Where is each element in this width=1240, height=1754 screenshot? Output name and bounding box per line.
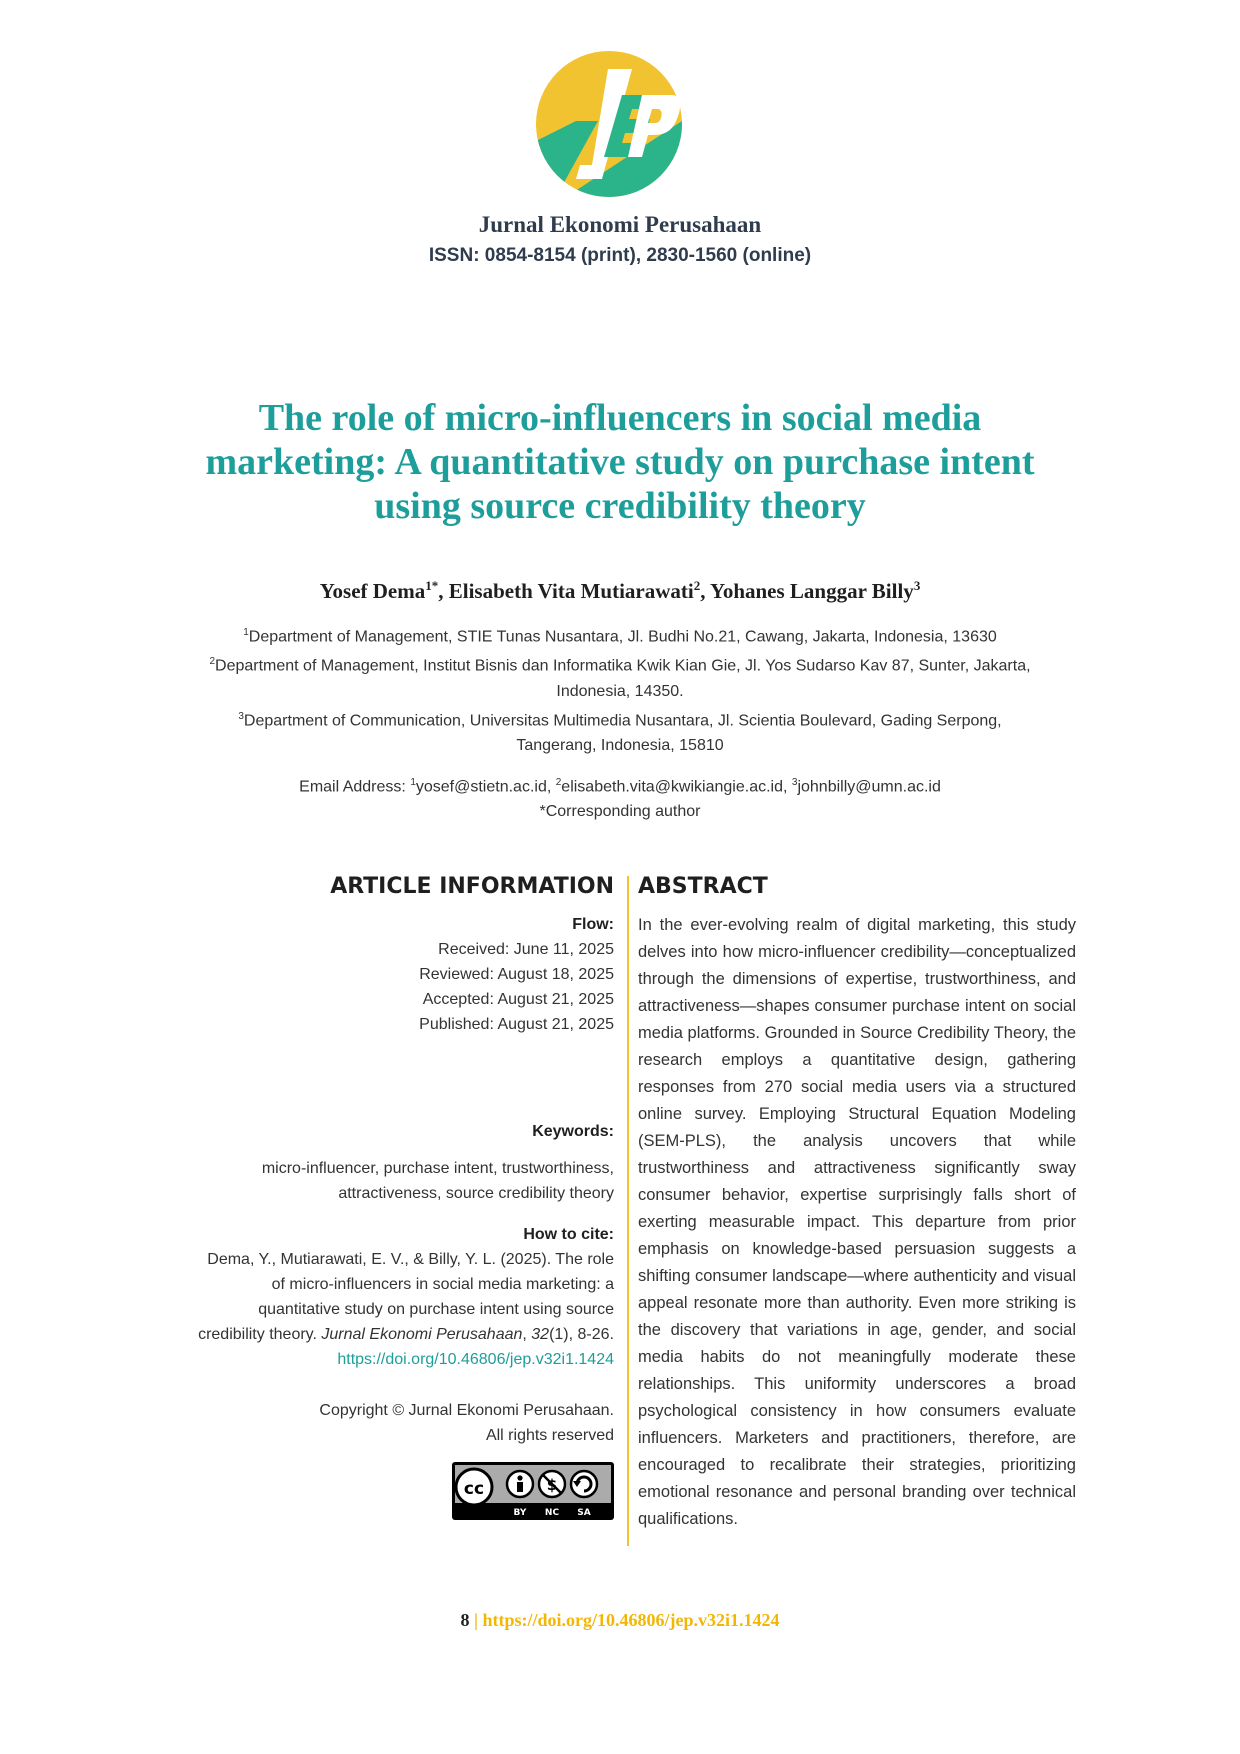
contact-info: Email Address: 1yosef@stietn.ac.id, 2eli… (0, 770, 1240, 824)
cc-symbol: cc (464, 1479, 484, 1499)
email-label: Email Address: (299, 778, 406, 796)
abstract-column: ABSTRACT In the ever-evolving realm of d… (638, 872, 1076, 1533)
journal-name: Jurnal Ekonomi Perusahaan (478, 212, 762, 237)
email-sup: 1 (410, 777, 416, 788)
received-date: Received: June 11, 2025 (438, 941, 614, 958)
email-link[interactable]: elisabeth.vita@kwikiangie.ac.id (561, 778, 783, 796)
citation-text: Dema, Y., Mutiarawati, E. V., & Billy, Y… (198, 1251, 614, 1343)
column-divider (627, 876, 629, 1546)
article-title: The role of micro-influencers in social … (205, 397, 1035, 527)
by-label: BY (514, 1508, 527, 1518)
keywords-label: Keywords: (532, 1123, 614, 1140)
citation-doi-link[interactable]: https://doi.org/10.46806/jep.v32i1.1424 (337, 1351, 614, 1368)
affiliation-item: 2Department of Management, Institut Bisn… (200, 649, 1040, 703)
cite-label: How to cite: (523, 1226, 614, 1243)
affiliation-sup: 3 (238, 710, 244, 722)
email-line: Email Address: 1yosef@stietn.ac.id, 2eli… (299, 777, 941, 796)
page-footer: 8 | https://doi.org/10.46806/jep.v32i1.1… (0, 1610, 1240, 1631)
citation-volume: 32 (531, 1326, 550, 1343)
affiliation-sup: 1 (243, 627, 249, 638)
author-name: Yohanes Langgar Billy (709, 579, 914, 603)
citation: Dema, Y., Mutiarawati, E. V., & Billy, Y… (198, 1251, 614, 1343)
citation-issue-pages: (1), 8-26. (549, 1326, 614, 1343)
affiliation-text: Department of Management, STIE Tunas Nus… (248, 628, 997, 646)
email-link[interactable]: yosef@stietn.ac.id (415, 778, 547, 796)
author-name: Yosef Dema (319, 579, 426, 603)
cc-license-badge[interactable]: cc $ BY NC SA (452, 1462, 614, 1520)
by-icon (517, 1475, 523, 1481)
copyright-notice: Copyright © Jurnal Ekonomi Perusahaan. (319, 1402, 614, 1419)
affiliations: 1Department of Management, STIE Tunas Nu… (200, 620, 1040, 758)
citation-journal: Jurnal Ekonomi Perusahaan (321, 1326, 523, 1343)
page-number: 8 (460, 1610, 470, 1630)
footer-doi-link[interactable]: https://doi.org/10.46806/jep.v32i1.1424 (482, 1610, 780, 1630)
affiliation-item: 3Department of Communication, Universita… (200, 704, 1040, 758)
sa-icon (569, 1469, 599, 1499)
author-sup: 2 (693, 578, 701, 593)
article-info-heading: ARTICLE INFORMATION (330, 874, 614, 899)
footer-separator: | (474, 1610, 478, 1630)
keywords: micro-influencer, purchase intent, trust… (261, 1160, 614, 1202)
article-info-column: ARTICLE INFORMATION Flow: Received: June… (190, 872, 614, 1528)
accepted-date: Accepted: August 21, 2025 (422, 991, 614, 1008)
affiliation-text: Department of Management, Institut Bisni… (215, 657, 1031, 700)
flow-label: Flow: (572, 916, 614, 933)
published-date: Published: August 21, 2025 (419, 1016, 614, 1033)
email-sup: 3 (791, 777, 798, 788)
author-list: Yosef Dema1*, Elisabeth Vita Mutiarawati… (319, 578, 921, 603)
reviewed-date: Reviewed: August 18, 2025 (419, 966, 614, 983)
author-sup: 3 (913, 578, 921, 593)
journal-issn: ISSN: 0854-8154 (print), 2830-1560 (onli… (428, 245, 812, 266)
affiliation-sup: 2 (209, 656, 216, 668)
journal-logo (536, 51, 682, 197)
affiliation-item: 1Department of Management, STIE Tunas Nu… (200, 620, 1040, 649)
affiliation-text: Department of Communication, Universitas… (243, 711, 1002, 754)
abstract-heading: ABSTRACT (638, 874, 768, 899)
corresponding-author: *Corresponding author (539, 803, 701, 821)
rights-notice: All rights reserved (485, 1427, 614, 1444)
author-sup: 1* (425, 578, 439, 593)
abstract-text: In the ever-evolving realm of digital ma… (638, 916, 1076, 1528)
email-link[interactable]: johnbilly@umn.ac.id (797, 778, 941, 796)
email-sup: 2 (555, 777, 562, 788)
author-name: Elisabeth Vita Mutiarawati (448, 579, 694, 603)
sa-label: SA (577, 1508, 590, 1518)
nc-label: NC (545, 1508, 560, 1518)
